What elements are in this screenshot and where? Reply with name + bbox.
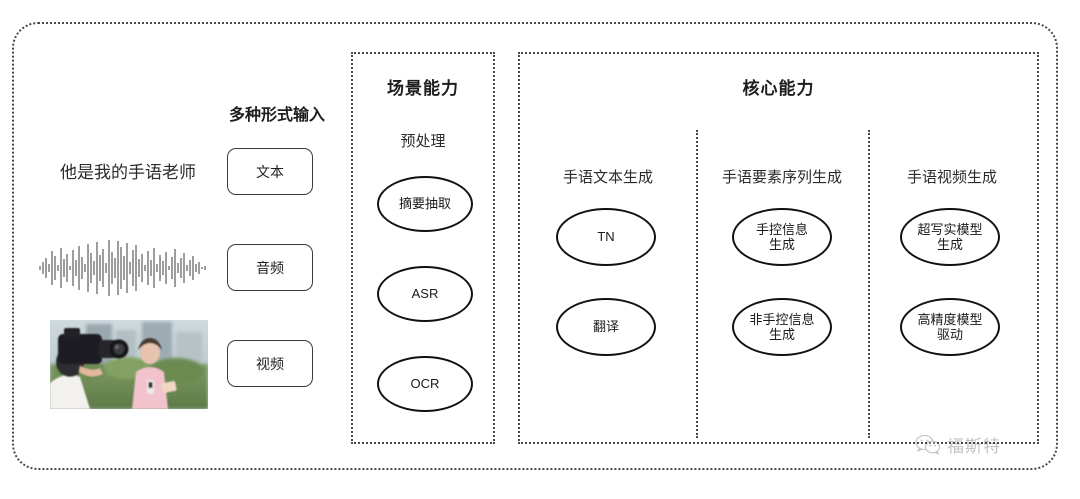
sample-text: 他是我的手语老师 [60,163,196,182]
core-column-heading-element-sequence: 手语要素序列生成 [721,169,842,186]
wechat-icon [915,434,941,455]
scene-node-ocr[interactable]: OCR [377,356,473,412]
core-node-photorealistic-model-generation[interactable]: 超写实模型 生成 [900,208,1000,266]
core-column-divider-1 [696,130,698,438]
audio-waveform [38,238,208,298]
core-panel-title: 核心能力 [742,79,815,98]
modality-tag-text[interactable]: 文本 [227,148,313,195]
watermark: 福斯特 [915,432,1001,457]
core-column-heading-text-generation: 手语文本生成 [562,169,653,186]
core-node-high-precision-model-driving[interactable]: 高精度模型 驱动 [900,298,1000,356]
outer-frame [12,22,1058,470]
core-node-non-manual-info-generation[interactable]: 非手控信息 生成 [732,298,832,356]
core-capability-panel: 核心能力 手语文本生成 TN 翻译 手语要素序列生成 手控信息 生成 非手控信息… [518,52,1039,444]
scene-panel-title: 场景能力 [387,79,459,98]
video-thumbnail [50,320,208,409]
input-section-caption: 多种形式输入 [228,107,325,124]
watermark-text: 福斯特 [947,437,1001,456]
scene-node-summary-extraction[interactable]: 摘要抽取 [377,176,473,232]
core-node-translation[interactable]: 翻译 [556,298,656,356]
core-node-manual-info-generation[interactable]: 手控信息 生成 [732,208,832,266]
core-column-divider-2 [868,130,870,438]
modality-tag-audio[interactable]: 音频 [227,244,313,291]
scene-capability-panel: 场景能力 预处理 摘要抽取 ASR OCR [351,52,495,444]
core-node-tn[interactable]: TN [556,208,656,266]
core-column-heading-video-generation: 手语视频生成 [906,169,997,186]
scene-node-asr[interactable]: ASR [377,266,473,322]
scene-section-label: 预处理 [400,133,446,150]
modality-tag-video[interactable]: 视频 [227,340,313,387]
